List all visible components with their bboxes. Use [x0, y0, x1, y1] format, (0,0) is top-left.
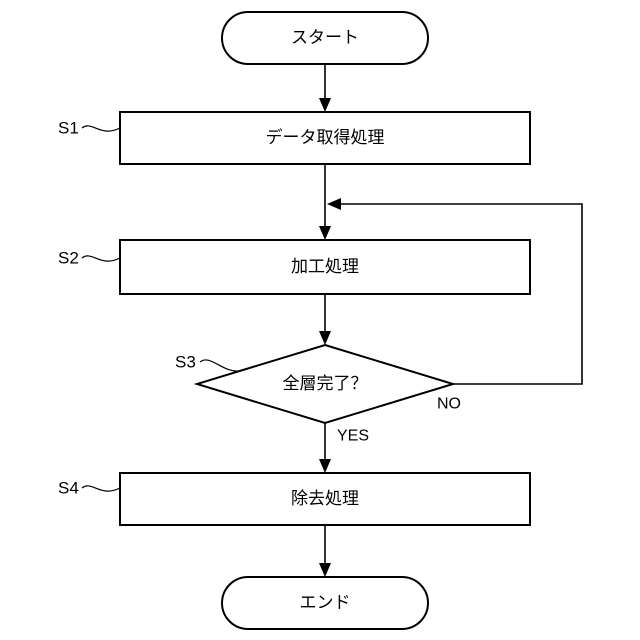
arrowhead-into-s2: [319, 226, 331, 240]
s4-label: 除去処理: [291, 489, 359, 509]
end-node: エンド: [222, 577, 428, 629]
s2-leader-line: [82, 256, 120, 261]
arrowhead-into-end: [319, 563, 331, 577]
s3-leader-line: [200, 360, 238, 371]
step-s4: 除去処理: [120, 473, 530, 525]
arrowhead-loop-merge: [327, 198, 341, 210]
step-s3: 全層完了？: [197, 345, 453, 423]
s3-step-id: S3: [175, 353, 196, 372]
step-s2: 加工処理: [120, 240, 530, 294]
s1-step-id: S1: [58, 119, 79, 138]
end-label: エンド: [300, 593, 351, 613]
step-s1: データ取得処理: [120, 112, 530, 164]
arrowhead-start-to-s1: [319, 98, 331, 112]
yes-branch-label: YES: [337, 428, 369, 445]
s1-label: データ取得処理: [266, 127, 385, 148]
s4-leader-line: [82, 486, 120, 491]
s2-step-id: S2: [58, 249, 79, 268]
s1-leader-line: [82, 126, 120, 131]
s4-step-id: S4: [58, 479, 79, 498]
arrowhead-into-s4: [319, 459, 331, 473]
s2-label: 加工処理: [291, 257, 359, 277]
no-branch-label: NO: [437, 396, 461, 413]
s3-label: 全層完了？: [283, 374, 368, 394]
start-label: スタート: [291, 28, 359, 48]
start-node: スタート: [222, 12, 428, 64]
arrowhead-into-s3: [319, 331, 331, 345]
